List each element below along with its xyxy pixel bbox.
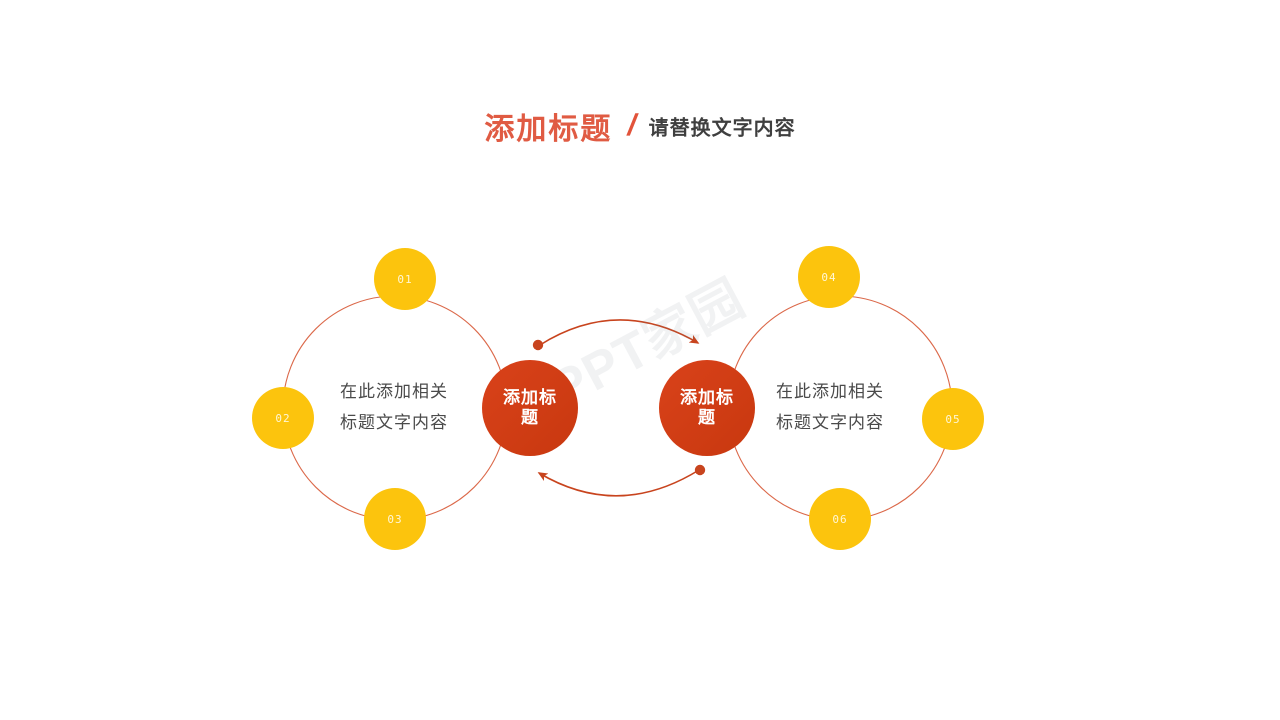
node-label-03: 03 — [387, 512, 403, 526]
right-group-body-line1: 在此添加相关 — [776, 382, 884, 401]
bottom-connector-arrow — [537, 469, 700, 497]
node-label-04: 04 — [821, 270, 837, 284]
title-sub-text: 请替换文字内容 — [648, 117, 796, 140]
node-label-01: 01 — [397, 272, 413, 286]
node-circle-04[interactable]: 04 — [798, 246, 860, 308]
node-label-05: 05 — [945, 412, 961, 426]
right-group-body-text: 在此添加相关 标题文字内容 — [776, 376, 884, 439]
right-center-label: 添加标题 — [680, 387, 734, 427]
left-group-body-line1: 在此添加相关 — [340, 382, 448, 401]
left-group-body-line2: 标题文字内容 — [340, 413, 448, 433]
node-circle-05[interactable]: 05 — [922, 388, 984, 450]
node-circle-06[interactable]: 06 — [809, 488, 871, 550]
node-label-02: 02 — [275, 411, 291, 425]
node-label-06: 06 — [832, 512, 848, 526]
left-center-label: 添加标题 — [503, 387, 557, 427]
right-group-body-line2: 标题文字内容 — [776, 413, 884, 433]
left-center-circle[interactable]: 添加标题 — [482, 360, 578, 456]
top-connector-arrow — [539, 319, 700, 346]
title-main-text: 添加标题 — [484, 113, 613, 146]
node-circle-01[interactable]: 01 — [374, 248, 436, 310]
bottom-connector-start-dot — [694, 464, 706, 476]
node-circle-03[interactable]: 03 — [364, 488, 426, 550]
left-group-body-text: 在此添加相关 标题文字内容 — [340, 376, 448, 439]
right-center-circle[interactable]: 添加标题 — [659, 360, 755, 456]
page-title: 添加标题/请替换文字内容 — [0, 104, 1280, 148]
node-circle-02[interactable]: 02 — [252, 387, 314, 449]
top-connector-start-dot — [532, 339, 544, 351]
